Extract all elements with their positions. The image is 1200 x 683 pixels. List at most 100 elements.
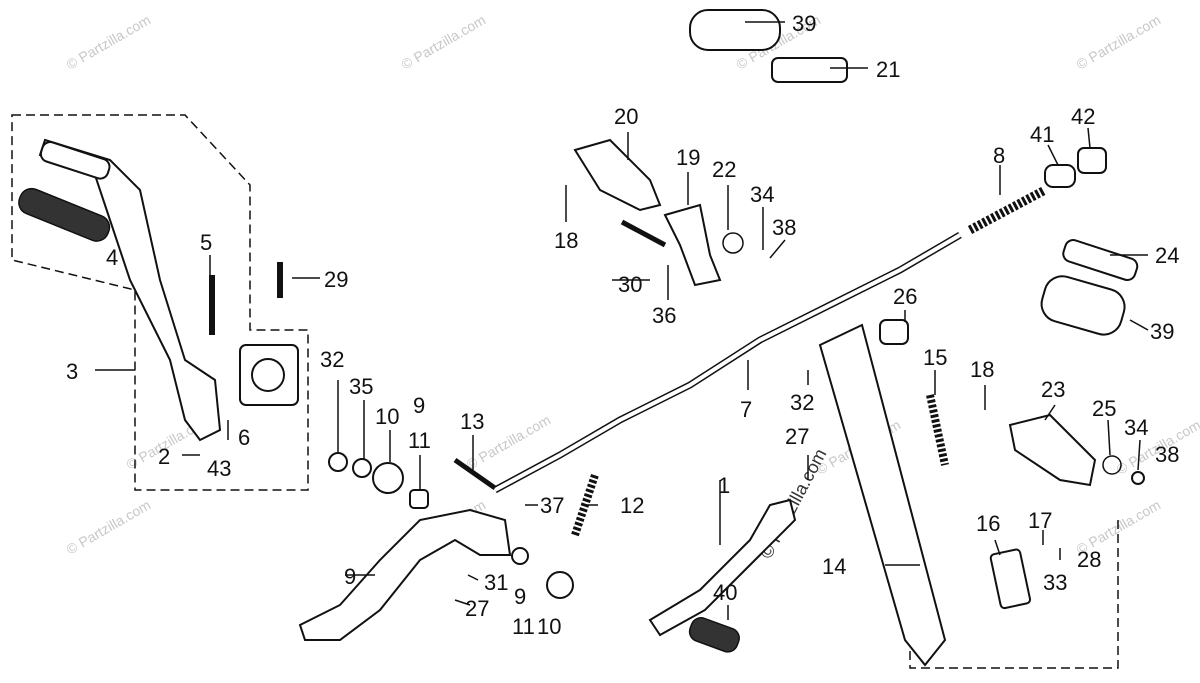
callout-label: 39 (792, 11, 816, 36)
joint (1044, 164, 1076, 188)
leader-line (1137, 439, 1141, 471)
leader-line (454, 599, 471, 606)
callout-label: 1 (718, 473, 730, 498)
callout-label: 11 (512, 614, 535, 639)
callout-label: 39 (1150, 319, 1174, 344)
callout-label: 13 (460, 409, 484, 434)
callout-label: 7 (740, 397, 752, 422)
callout-label: 22 (712, 157, 736, 182)
callout-label: 18 (970, 357, 994, 382)
side-stand (818, 323, 947, 667)
callout-label: 11 (408, 428, 431, 453)
parts (18, 9, 1145, 667)
callout-label: 41 (1030, 122, 1054, 147)
leader-line (1044, 404, 1056, 421)
callout-label: 24 (1155, 243, 1179, 268)
callout-label: 32 (320, 347, 344, 372)
callout-label: 12 (620, 493, 644, 518)
callout-label: 17 (1028, 508, 1052, 533)
callout-label: 9 (514, 584, 526, 609)
kick-starter-arm (38, 138, 222, 442)
callout-label: 9 (413, 393, 425, 418)
callout-label: 27 (465, 596, 489, 621)
pivot-bolt (879, 319, 909, 345)
watermark: © Partzilla.com (64, 497, 154, 558)
footpeg-rubber (1040, 275, 1126, 336)
callout-label: 31 (484, 570, 508, 595)
callout-labels: 1 2 3 4 5 6 7 8 9 9 9 10 10 11 11 12 13 … (66, 11, 1179, 639)
callout-label: 14 (822, 554, 846, 579)
callout-label: 43 (207, 456, 231, 481)
change-pedal (648, 498, 797, 637)
bolt (453, 457, 497, 491)
callout-label: 40 (713, 580, 737, 605)
washer (352, 458, 372, 478)
callout-label: 36 (652, 303, 676, 328)
callout-label: 8 (993, 143, 1005, 168)
stand-bracket (989, 548, 1032, 610)
callout-label: 15 (923, 345, 947, 370)
watermark: © Partzilla.com (399, 12, 489, 73)
kick-starter-group-outline (11, 114, 309, 491)
leader-line (467, 574, 479, 581)
callout-label: 3 (66, 359, 78, 384)
kick-clamp-hole (251, 358, 285, 392)
callout-label: 25 (1092, 396, 1116, 421)
leader-line (1047, 144, 1059, 166)
collar (511, 547, 529, 565)
footpeg (1008, 413, 1097, 487)
watermark: © Partzilla.com (64, 12, 154, 73)
adjusting-nut (1077, 147, 1107, 174)
callout-label: 42 (1071, 104, 1095, 129)
callout-label: 21 (876, 57, 900, 82)
callout-label: 33 (1043, 570, 1067, 595)
footpeg (573, 138, 662, 212)
callout-label: 26 (893, 284, 917, 309)
callout-label: 23 (1041, 377, 1065, 402)
pedal-rubber (688, 617, 740, 653)
bolt (620, 219, 667, 248)
callout-label: 5 (200, 230, 212, 255)
callout-label: 10 (375, 404, 399, 429)
brake-pedal (298, 508, 512, 641)
callout-label: 34 (750, 182, 774, 207)
stand-spring (926, 394, 949, 466)
callout-label: 2 (158, 444, 170, 469)
leader-line (1107, 419, 1111, 456)
sidestand-group-outline (909, 520, 1119, 669)
leader-line (1129, 319, 1149, 331)
leader-line (1087, 127, 1091, 149)
callout-label: 28 (1077, 547, 1101, 572)
callout-label: 10 (537, 614, 561, 639)
bushing (546, 571, 574, 599)
callout-label: 4 (106, 245, 118, 270)
callout-label: 37 (540, 493, 564, 518)
callout-label: 30 (618, 272, 642, 297)
callout-label: 38 (772, 215, 796, 240)
callout-label: 34 (1124, 415, 1148, 440)
nut (328, 452, 348, 472)
callout-label: 27 (785, 424, 809, 449)
callout-label: 32 (790, 390, 814, 415)
callout-label: 38 (1155, 442, 1179, 467)
watermark: © Partzilla.com (1074, 12, 1164, 73)
spring (722, 232, 744, 254)
footpeg-bar (1062, 239, 1139, 282)
leader-line (994, 539, 1001, 556)
callout-label: 29 (324, 267, 348, 292)
footpeg-bracket (663, 203, 722, 287)
collar (409, 489, 429, 509)
group-outlines (11, 114, 1119, 669)
leader-line (769, 239, 786, 259)
spring (1102, 455, 1122, 475)
callout-label: 9 (344, 564, 356, 589)
washer (1131, 471, 1145, 485)
brake-rod-inner (494, 233, 962, 492)
kick-rubber (18, 187, 111, 242)
kick-pedal (39, 141, 111, 180)
callout-label: 18 (554, 228, 578, 253)
footpeg-rubber (689, 9, 781, 51)
callout-label: 20 (614, 104, 638, 129)
callout-label: 6 (238, 425, 250, 450)
